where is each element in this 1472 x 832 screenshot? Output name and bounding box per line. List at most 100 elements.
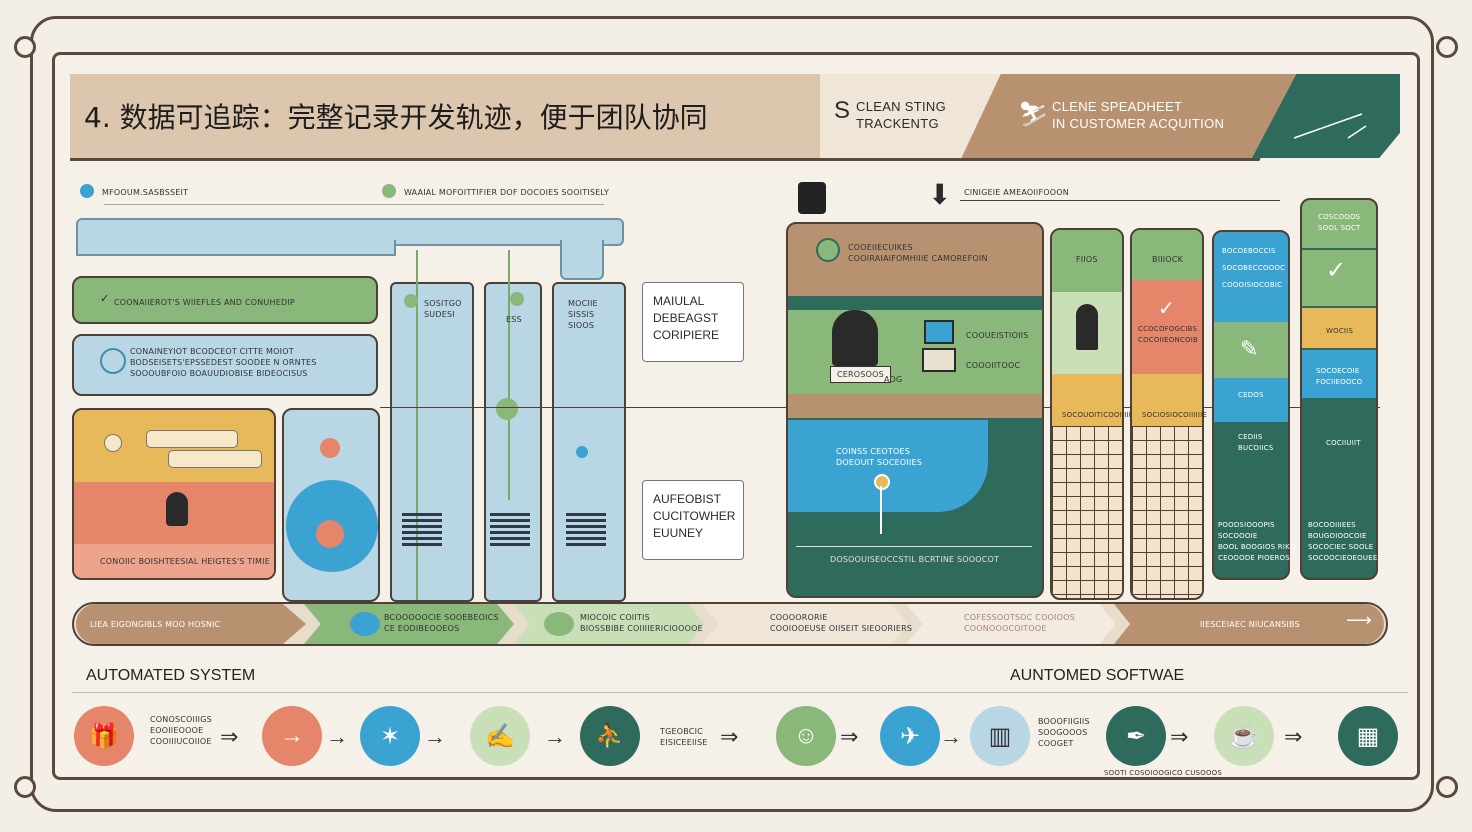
right-col-2-head xyxy=(1132,230,1202,280)
pipe-top-line xyxy=(104,204,604,205)
search-circle-icon xyxy=(100,348,126,374)
green-vertical-2 xyxy=(508,250,510,500)
dashboard-icon-1 xyxy=(924,320,954,344)
left-blue-box-text: CONAINEYIOT BCODCEOT CITTE MOIOT BODSEIS… xyxy=(130,347,317,378)
right-col-2-yellow xyxy=(1132,374,1202,426)
arrow-segment-4-text: COOOORORIE COOIOOEUSE OIISEIT SIEOORIERS xyxy=(770,613,913,633)
middle-column-3 xyxy=(552,282,626,602)
middle-col-1-text: SOSITGO SUDESI xyxy=(424,299,462,319)
arrow-segment-2-text: BCOOOOOCIE SOOEBEOICS CE EODIBEOOEOS xyxy=(384,613,499,633)
frame-curl-bl xyxy=(14,776,36,798)
flow-arrow-6: ⇒ xyxy=(840,724,859,749)
right-col-2-row: SOCIOSIOCOIIIIIIE xyxy=(1142,411,1208,419)
right-col-4-item-1: COSCOOOS SOOL SOCT xyxy=(1318,213,1361,232)
data-bars-2 xyxy=(490,510,530,549)
check-icon-2: ✓ xyxy=(1326,257,1347,284)
right-column-2 xyxy=(1130,228,1204,600)
data-bars-3 xyxy=(566,510,606,549)
feather-icon: ✎ xyxy=(1240,336,1259,361)
data-bars-1 xyxy=(402,510,442,549)
right-col-1-head-text: FIIOS xyxy=(1076,255,1098,264)
pin-stem xyxy=(880,486,882,534)
section-automated-system: AUTOMATED SYSTEM xyxy=(86,667,256,684)
flow-arrow-4: → xyxy=(544,724,566,749)
flow-circle-pen: ✒ xyxy=(1106,706,1166,766)
pen-stroke-icon xyxy=(1293,113,1367,139)
speech-bubble-2 xyxy=(168,450,262,468)
center-header-ring xyxy=(816,238,840,262)
flow-circle-plane: ✈ xyxy=(880,706,940,766)
right-column-3 xyxy=(1212,230,1290,580)
legend-dot-blue xyxy=(80,184,94,198)
right-col-2-grid xyxy=(1132,426,1202,598)
center-bottom-rule xyxy=(796,546,1032,547)
right-col-2-head-text: BIIIOCK xyxy=(1152,255,1184,264)
center-panel xyxy=(786,222,1044,598)
legend-dot-green xyxy=(382,184,396,198)
flow-circle-cup: ☕ xyxy=(1214,706,1274,766)
right-col-1-yellow xyxy=(1052,374,1122,426)
arrow-segment-3-text: MIOCOIC COIITIS BIOSSBIBE COIIIIERICIOOO… xyxy=(580,613,703,633)
s-glyph: S xyxy=(834,97,851,124)
arrow-segment-5-text: COFESSOOTSOC COOIOOS COONOOOCOITOOE xyxy=(964,613,1075,633)
left-coral-footer-text: CONOIIC BOISHTEESIAL HEIGTES'S TIMIE xyxy=(100,557,270,566)
check-icon: ✓ xyxy=(1158,298,1175,320)
orange-node-1 xyxy=(320,438,340,458)
flow-circle-person: ☺ xyxy=(776,706,836,766)
right-col-3-green xyxy=(1214,322,1288,378)
dashboard-icon-2 xyxy=(922,348,956,372)
frame-curl-tr xyxy=(1436,36,1458,58)
middle-col-2-text: ESS xyxy=(506,315,522,324)
right-col-2-text: CCOCOFOGCIBS COCOIIEONCOIB xyxy=(1138,325,1198,344)
flow-arrow-2: → xyxy=(326,724,348,749)
right-col-3-item-3: COOOISIOCOBIC xyxy=(1222,281,1283,289)
flow-arrow-1: ⇒ xyxy=(220,724,239,749)
speech-bubble-1 xyxy=(146,430,238,448)
center-badge: CEROSOOS xyxy=(830,366,891,383)
orange-node-2 xyxy=(316,520,344,548)
left-green-bar-text: COONAIIEROT'S WIIEFLES AND CONUHEDIP xyxy=(114,298,295,307)
right-col-3-blue-mid xyxy=(1214,378,1288,422)
green-node-2 xyxy=(510,292,524,306)
arrow-right-icon: ⟶ xyxy=(1346,610,1372,630)
coral-footer xyxy=(74,544,274,578)
green-node-1 xyxy=(404,294,418,308)
outer-frame xyxy=(30,16,1434,812)
check-mark-icon: ✓ xyxy=(100,293,110,305)
right-col-3-item-2: SOCOBECCOOOC xyxy=(1222,264,1286,272)
right-col-3-sub-1: CEDIIS BUCOIICS xyxy=(1238,433,1274,452)
green-vertical-1 xyxy=(416,250,418,600)
flow-label-4: SOOTI COSOIOOGICO CUSOOOS xyxy=(1104,769,1223,777)
bulb-dot xyxy=(104,434,122,452)
arrow-segment-2 xyxy=(304,604,514,644)
center-arrow-1: COOUEISTIOIIS xyxy=(966,331,1029,340)
arrow-segment-4 xyxy=(702,604,908,644)
right-column-4 xyxy=(1300,198,1378,580)
right-col-1-head xyxy=(1052,230,1122,292)
left-green-bar xyxy=(72,276,378,324)
right-col-4-green xyxy=(1302,250,1376,306)
flow-circle-grid: ▦ xyxy=(1338,706,1398,766)
person-icon-small xyxy=(1076,304,1098,350)
flow-arrow-5: ⇒ xyxy=(720,724,739,749)
header-tag-tracking: CLEAN STING TRACKENTG xyxy=(856,99,946,131)
flow-circle-gift: 🎁 xyxy=(74,706,134,766)
arrow-segment-5 xyxy=(906,604,1116,644)
middle-column-1 xyxy=(390,282,474,602)
automated-callout: AUFEOBIST CUCITOWHER EUUNEY xyxy=(642,480,744,560)
right-col-3-item-1: BOCOEBOCCIS xyxy=(1222,247,1276,255)
arrow-segment-6 xyxy=(1114,604,1384,644)
right-col-4-blue xyxy=(1302,350,1376,398)
green-node-center xyxy=(496,398,518,420)
flow-circle-sketch: ✍ xyxy=(470,706,530,766)
center-arrow-2: COOOIITOOC xyxy=(966,361,1021,370)
right-col-4-yellow xyxy=(1302,308,1376,348)
header-tag-acquisition: CLENE SPEADHEET IN CUSTOMER ACQUITION xyxy=(1052,99,1225,131)
phone-icon xyxy=(798,182,826,214)
middle-col-3-text: MOCIIE SISSIS SIOOS xyxy=(568,299,598,330)
flow-circle-runner: ⛹ xyxy=(580,706,640,766)
flow-circle-arrow: → xyxy=(262,706,322,766)
person-icon: ⛷ xyxy=(1018,101,1049,128)
center-footer: DOSOOUISEOCCSTIL BCRTINE SOOOCOT xyxy=(830,555,1000,564)
right-col-1-row: SOCOUOITICOOIIIIE xyxy=(1062,411,1134,419)
